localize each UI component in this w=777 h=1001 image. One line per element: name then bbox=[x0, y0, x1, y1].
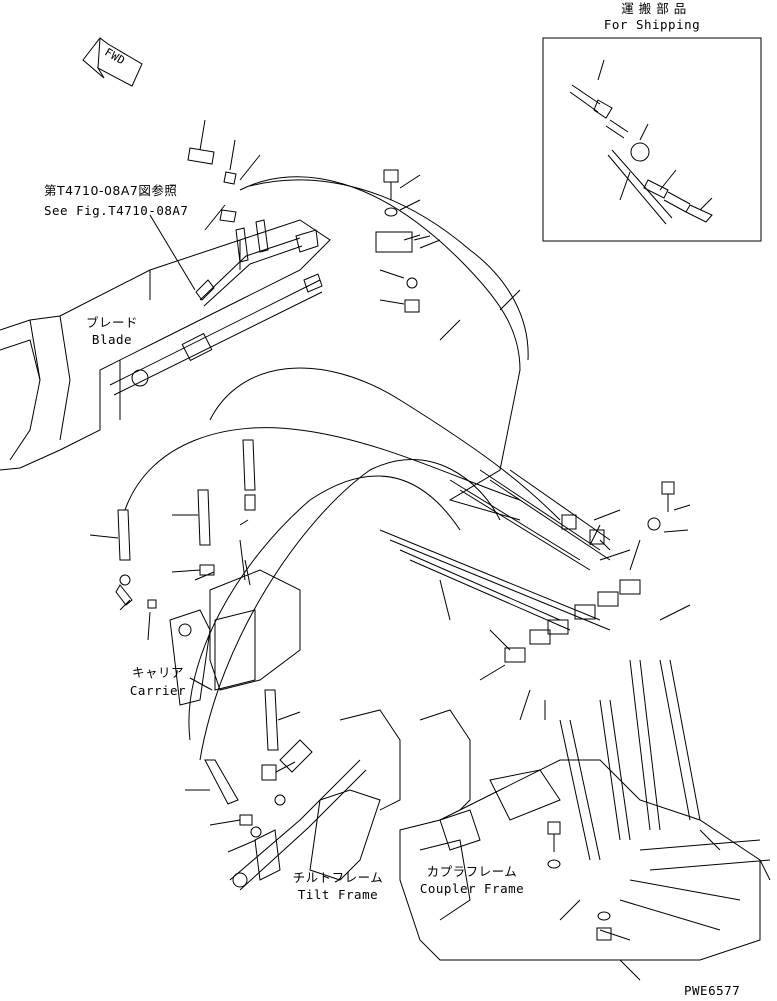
fwd-arrow bbox=[82, 37, 143, 87]
tilt-frame-outline bbox=[229, 709, 471, 891]
bolts-and-nuts bbox=[375, 169, 675, 941]
coupler-frame-label-jp: カプラフレーム bbox=[426, 864, 518, 879]
shipping-parts-box bbox=[542, 37, 762, 242]
blade-outline bbox=[0, 219, 331, 471]
fittings bbox=[115, 439, 286, 888]
carrier-label-en: Carrier bbox=[129, 683, 187, 698]
drawing-number: PWE6577 bbox=[684, 983, 741, 998]
reference-label-en: See Fig.T4710-08A7 bbox=[44, 203, 189, 218]
carrier-label-jp: キャリア bbox=[131, 665, 184, 680]
blade-label-en: Blade bbox=[91, 332, 133, 347]
shipping-parts-hose bbox=[569, 59, 713, 225]
shipping-title-en: For Shipping bbox=[603, 17, 701, 32]
leader-lines bbox=[89, 119, 771, 981]
reference-label-jp: 第T4710-08A7図参照 bbox=[44, 183, 178, 198]
long-hoses bbox=[124, 176, 561, 761]
tilt-frame-label-jp: チルトフレーム bbox=[292, 870, 384, 885]
carrier-outline bbox=[169, 539, 301, 706]
carrier-leader bbox=[189, 677, 213, 691]
tilt-frame-label-en: Tilt Frame bbox=[297, 887, 379, 902]
blade-cylinder bbox=[109, 147, 323, 396]
blade-label-jp: ブレード bbox=[85, 315, 138, 330]
hose-bundle bbox=[379, 469, 771, 931]
shipping-title-jp: 運 搬 部 品 bbox=[621, 1, 687, 16]
coupler-frame-outline bbox=[399, 759, 761, 961]
coupler-frame-label-en: Coupler Frame bbox=[419, 881, 525, 896]
manifold-blocks bbox=[504, 514, 641, 663]
